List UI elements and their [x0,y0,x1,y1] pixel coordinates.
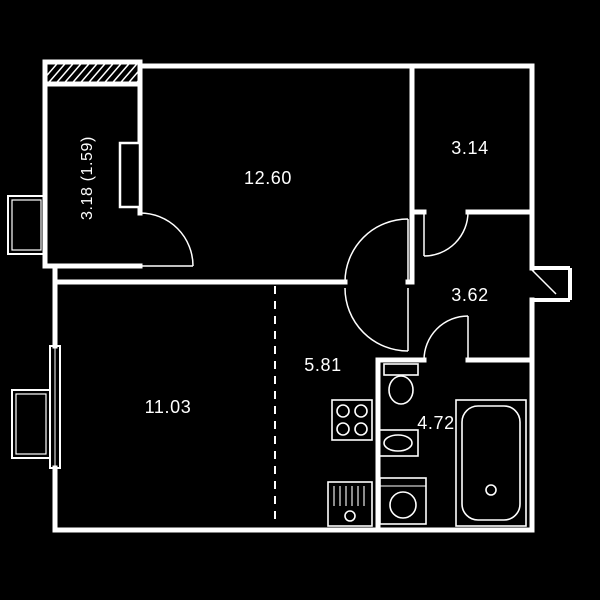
washing-machine-icon [379,477,427,525]
door-swing-bathroom [423,315,469,361]
toilet-icon [383,363,419,405]
entrance-landing [531,266,572,302]
room-label-balcony: 3.18 (1.59) [79,136,96,220]
room-label-living-room: 11.03 [145,397,192,417]
room-label-bedroom: 12.60 [244,168,292,188]
fixtures [327,363,527,527]
interior-walls [52,63,535,533]
washbasin-icon [377,429,419,457]
radiator [11,389,51,459]
balcony-hatch [45,62,140,84]
wall-pier [118,141,142,209]
walls [42,59,535,533]
radiator [7,195,46,255]
stove-icon [331,399,373,441]
bathtub-icon [455,399,527,527]
outer-walls [52,63,535,533]
door-swing-storage [423,211,469,257]
kitchen-sink-icon [327,481,373,527]
thin-elements [7,141,572,469]
door-swings [139,211,469,361]
door-swing-balcony [139,212,194,267]
room-labels: 3.18 (1.59) 12.60 3.14 3.62 5.81 11.03 4… [79,136,488,433]
door-swing-hallway [344,287,409,352]
room-label-storage: 3.14 [451,138,488,158]
room-label-hallway: 5.81 [304,355,341,375]
entrance-door-leaf [531,269,557,295]
room-label-bathroom: 4.72 [417,413,454,433]
balcony-walls [42,59,143,269]
room-label-corridor: 3.62 [451,285,488,305]
door-swing-bedroom [344,218,409,283]
